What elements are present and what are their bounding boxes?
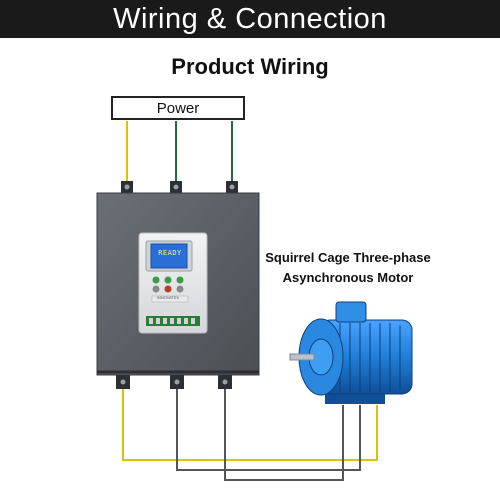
output-wire-v	[176, 389, 361, 471]
motor-label-line2: Asynchronous Motor	[282, 270, 414, 285]
output-wire-w	[224, 389, 344, 481]
output-wires	[122, 389, 378, 481]
lcd-display-text: READY	[158, 249, 182, 257]
terminal-box	[335, 301, 367, 323]
keypad-button	[152, 276, 160, 284]
banner-title: Wiring & Connection	[113, 3, 387, 35]
motor-label-line1: Squirrel Cage Three-phase	[265, 250, 431, 265]
diagram-subtitle: Product Wiring	[171, 54, 329, 79]
keypad-button	[152, 285, 160, 293]
input-terminals	[121, 181, 238, 193]
keypad-button	[176, 276, 184, 284]
output-wire-u	[122, 389, 378, 461]
keypad-button	[164, 276, 172, 284]
output-terminals	[116, 375, 232, 389]
power-source-box: Power	[111, 96, 245, 120]
device-brand-label: INNOVATEK	[156, 295, 180, 300]
power-label: Power	[156, 100, 200, 117]
input-wires	[126, 121, 233, 183]
three-phase-motor	[289, 301, 413, 404]
keypad-button	[164, 285, 172, 293]
lcd-screen	[150, 243, 188, 269]
motor-shaft	[289, 353, 315, 361]
header-banner: Wiring & Connection	[0, 0, 500, 38]
controller-keypad	[138, 232, 208, 334]
keypad-button	[176, 285, 184, 293]
